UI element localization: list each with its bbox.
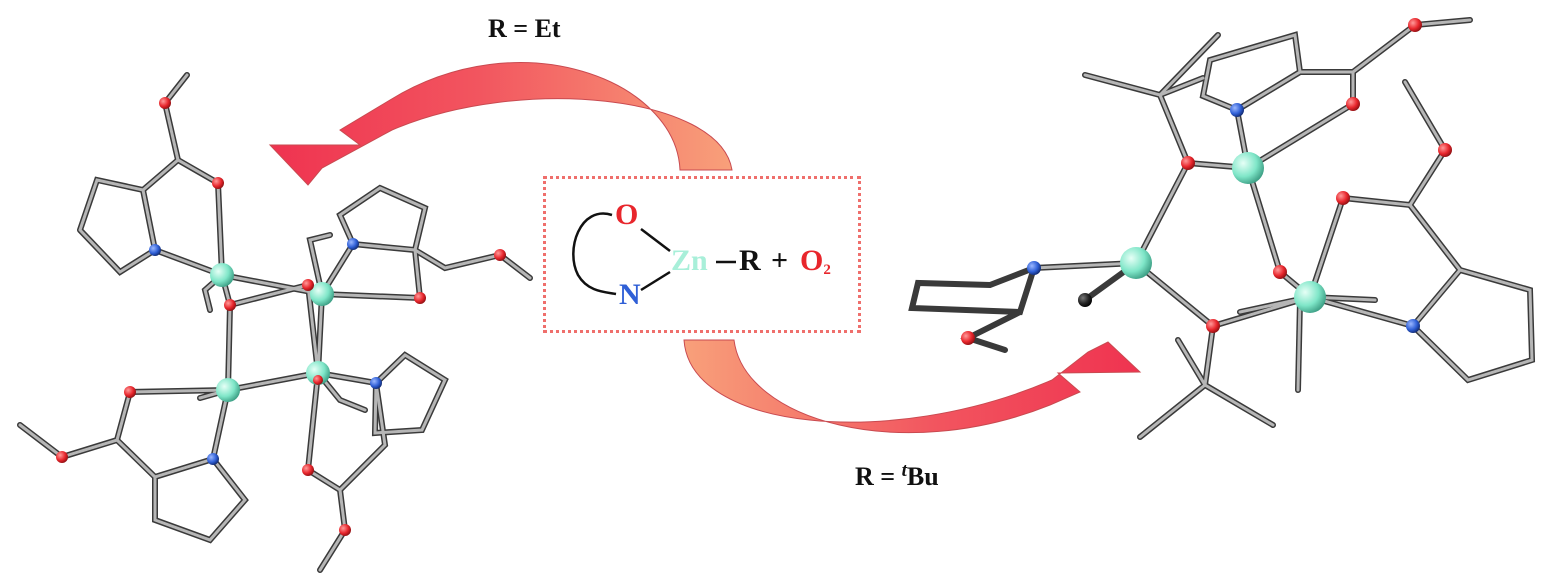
oxygen-atom <box>1336 191 1350 205</box>
oxygen-atom <box>1408 18 1422 32</box>
oxygen-atom <box>414 292 426 304</box>
oxygen-atom <box>302 464 314 476</box>
nitrogen-atom <box>370 377 382 389</box>
right-molecular-structure <box>908 17 1536 440</box>
oxygen-atom <box>339 524 351 536</box>
zinc-atom <box>1232 152 1264 184</box>
reaction-box <box>543 176 861 333</box>
oxygen-atom <box>313 375 323 385</box>
oxygen-label: O <box>615 198 639 231</box>
nitrogen-atom <box>1027 261 1041 275</box>
left-molecular-structure <box>17 72 533 573</box>
bottom-condition-suffix: Bu <box>906 462 939 491</box>
bottom-condition-prefix: R = <box>855 462 902 491</box>
zinc-label: Zn <box>671 244 708 277</box>
oxygen-atom <box>159 97 171 109</box>
zinc-atom <box>216 378 240 402</box>
zinc-atom <box>1120 247 1152 279</box>
chelate-ring-icon <box>572 212 736 296</box>
top-reaction-condition: R = Et <box>488 14 561 43</box>
nitrogen-atom <box>207 453 219 465</box>
zinc-atom <box>1294 281 1326 313</box>
o2-base: O <box>800 244 824 277</box>
oxygen-atom <box>224 299 236 311</box>
oxygen-atom <box>494 249 506 261</box>
curved-arrow-icon <box>683 339 1142 434</box>
zinc-atom <box>210 263 234 287</box>
nitrogen-atom <box>347 238 359 250</box>
dioxygen-label: O2 <box>800 244 831 279</box>
curved-arrow-icon <box>268 62 733 186</box>
oxygen-atom <box>1206 319 1220 333</box>
oxygen-atom <box>124 386 136 398</box>
o2-subscript: 2 <box>823 262 831 278</box>
tert-superscript: t <box>901 460 907 481</box>
oxygen-atom <box>1346 97 1360 111</box>
oxygen-atom <box>961 331 975 345</box>
oxygen-atom <box>212 177 224 189</box>
oxygen-atom <box>1181 156 1195 170</box>
plus-sign: + <box>771 244 789 277</box>
carbon-atom <box>1078 293 1092 307</box>
oxygen-atom <box>302 279 314 291</box>
nitrogen-atom <box>149 244 161 256</box>
oxygen-atom <box>1273 265 1287 279</box>
oxygen-atom <box>1438 143 1452 157</box>
nitrogen-atom <box>1230 103 1244 117</box>
oxygen-atom <box>56 451 68 463</box>
nitrogen-atom <box>1406 319 1420 333</box>
bottom-reaction-condition: R = tBu <box>855 460 939 492</box>
nitrogen-label: N <box>619 278 641 311</box>
r-group-label: R <box>739 244 761 277</box>
zinc-atom <box>306 361 330 385</box>
zinc-atom <box>310 282 334 306</box>
